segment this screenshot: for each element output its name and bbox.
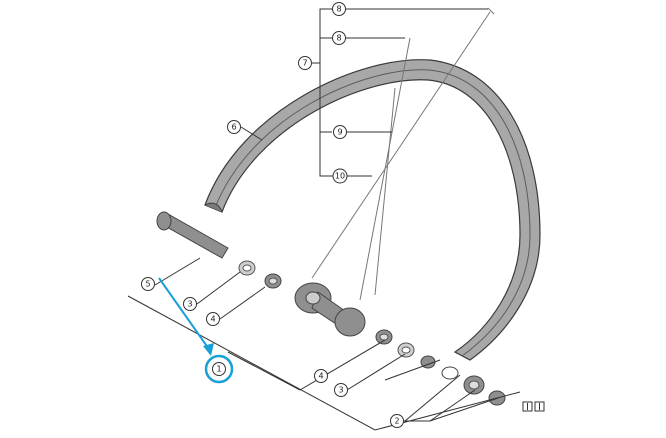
svg-text:3: 3 xyxy=(338,386,343,395)
axle xyxy=(156,211,229,259)
svg-text:4: 4 xyxy=(318,372,323,381)
callout-3-left: 3 xyxy=(183,297,197,311)
svg-text:8: 8 xyxy=(336,5,341,14)
spokes xyxy=(311,7,495,301)
cone-nut-right xyxy=(397,342,415,358)
svg-text:8: 8 xyxy=(336,34,341,43)
book-icon xyxy=(522,401,533,412)
book-icon xyxy=(534,401,545,412)
callout-4-left: 4 xyxy=(206,312,220,326)
callout-3-right: 3 xyxy=(334,383,348,397)
svg-text:10: 10 xyxy=(335,172,345,181)
callout-9: 9 xyxy=(333,125,347,139)
callout-4-right: 4 xyxy=(314,369,328,383)
svg-text:7: 7 xyxy=(302,59,307,68)
svg-text:4: 4 xyxy=(210,315,215,324)
callout-8-second: 8 xyxy=(332,31,346,45)
bearing-left xyxy=(264,273,282,289)
callout-2: 2 xyxy=(390,414,404,428)
svg-text:1: 1 xyxy=(216,365,221,374)
callout-5: 5 xyxy=(141,277,155,291)
rim xyxy=(204,59,541,361)
cone-nut-left xyxy=(238,260,256,276)
callout-10: 10 xyxy=(332,168,348,184)
bearing-right xyxy=(375,329,393,345)
svg-text:3: 3 xyxy=(187,300,192,309)
hub-body xyxy=(294,282,366,337)
callout-6: 6 xyxy=(227,120,241,134)
locknut xyxy=(463,375,485,395)
callout-7: 7 xyxy=(298,56,312,70)
washer-ring xyxy=(441,366,459,380)
callout-1: 1 xyxy=(204,354,234,384)
svg-text:5: 5 xyxy=(145,280,150,289)
svg-text:6: 6 xyxy=(231,123,236,132)
callout-8-top: 8 xyxy=(332,2,346,16)
svg-text:9: 9 xyxy=(337,128,342,137)
svg-text:2: 2 xyxy=(394,417,399,426)
highlight-arrow xyxy=(158,277,214,356)
